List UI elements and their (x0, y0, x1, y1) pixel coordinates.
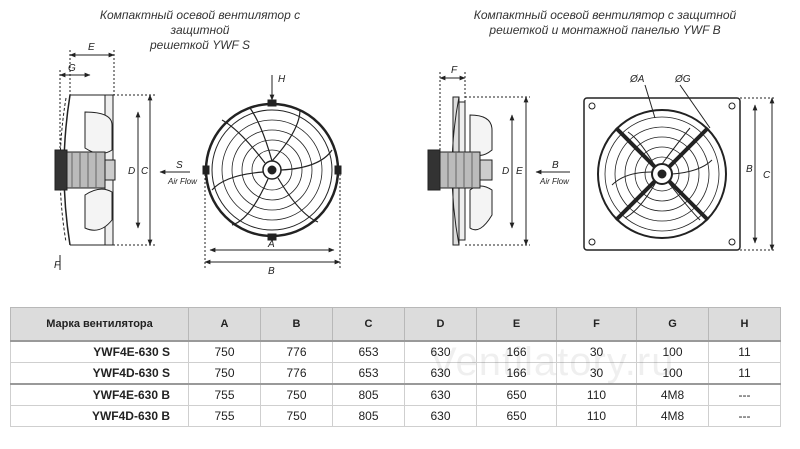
cell-d: 630 (404, 362, 477, 385)
cell-c: 805 (332, 405, 405, 427)
dim-label-b-right: B (746, 164, 753, 175)
technical-drawings: E G D C S Air Flow F H A B (54, 42, 776, 277)
dim-label-f-right: F (451, 65, 458, 76)
cell-g: 100 (636, 340, 709, 363)
cell-model: YWF4E-630 B (10, 383, 189, 406)
cell-h: --- (708, 405, 781, 427)
cell-c: 653 (332, 362, 405, 385)
caption-ywf-s-line2: решеткой YWF S (150, 38, 250, 52)
watermark: Ventilatory.ru (430, 340, 675, 384)
col-header-model: Марка вентилятора (10, 307, 189, 342)
caption-ywf-s-line1: Компактный осевой вентилятор с защитной (99, 8, 301, 37)
dim-label-f-left: F (54, 260, 61, 271)
cell-d: 630 (404, 340, 477, 363)
cell-f: 30 (556, 340, 637, 363)
specs-table: Марка вентилятора A B C D E F G H YWF4E-… (10, 307, 781, 427)
cell-d: 630 (404, 383, 477, 406)
dim-label-dia-a: ØA (629, 74, 645, 85)
cell-g: 4M8 (636, 383, 709, 406)
cell-model: YWF4E-630 S (10, 340, 189, 363)
cell-a: 750 (188, 362, 261, 385)
cell-h: 11 (708, 340, 781, 363)
dim-label-a-left: A (267, 239, 275, 250)
cell-f: 110 (556, 405, 637, 427)
ywf-s-side-view (54, 50, 190, 270)
cell-model: YWF4D-630 S (10, 362, 189, 385)
dim-label-c: C (141, 166, 149, 177)
cell-b: 776 (260, 340, 333, 363)
cell-d: 630 (404, 405, 477, 427)
caption-ywf-b: Компактный осевой вентилятор с защитной … (470, 8, 740, 38)
cell-model: YWF4D-630 B (10, 405, 189, 427)
cell-g: 4M8 (636, 405, 709, 427)
dim-label-h: H (278, 74, 286, 85)
ywf-b-front-view (583, 84, 776, 251)
col-header-e: E (476, 307, 557, 342)
cell-e: 650 (476, 383, 557, 406)
cell-f: 110 (556, 383, 637, 406)
cell-a: 755 (188, 405, 261, 427)
cell-c: 653 (332, 340, 405, 363)
dim-label-b-side: B (552, 160, 559, 171)
dim-label-d-right: D (502, 166, 509, 177)
cell-b: 776 (260, 362, 333, 385)
table-row: YWF4E-630 S 750 776 653 630 166 30 100 1… (10, 340, 781, 363)
cell-e: 166 (476, 340, 557, 363)
dim-label-dia-g: ØG (674, 74, 691, 85)
col-header-d: D (404, 307, 477, 342)
ywf-s-front-view (202, 75, 342, 268)
table-row: YWF4E-630 B 755 750 805 630 650 110 4M8 … (10, 383, 781, 406)
dim-label-g: G (68, 63, 76, 74)
cell-h: --- (708, 383, 781, 406)
cell-a: 750 (188, 340, 261, 363)
col-header-h: H (708, 307, 781, 342)
col-header-a: A (188, 307, 261, 342)
dim-label-e-right: E (516, 166, 523, 177)
dim-label-d: D (128, 166, 135, 177)
dim-label-e: E (88, 42, 95, 53)
airflow-label-left: Air Flow (167, 177, 198, 186)
caption-ywf-s: Компактный осевой вентилятор с защитной … (80, 8, 320, 53)
dim-label-c-right: C (763, 170, 771, 181)
caption-ywf-b-line1: Компактный осевой вентилятор с защитной (473, 8, 737, 22)
dim-label-s: S (176, 160, 183, 171)
cell-a: 755 (188, 383, 261, 406)
ywf-b-side-view (427, 72, 570, 246)
dim-label-b-left: B (268, 266, 275, 277)
cell-h: 11 (708, 362, 781, 385)
cell-e: 650 (476, 405, 557, 427)
airflow-label-right: Air Flow (539, 177, 570, 186)
table-header-row: Марка вентилятора A B C D E F G H (10, 307, 781, 342)
col-header-f: F (556, 307, 637, 342)
col-header-c: C (332, 307, 405, 342)
col-header-b: B (260, 307, 333, 342)
cell-b: 750 (260, 405, 333, 427)
col-header-g: G (636, 307, 709, 342)
cell-c: 805 (332, 383, 405, 406)
caption-ywf-b-line2: решеткой и монтажной панелью YWF B (489, 23, 721, 37)
table-row: YWF4D-630 B 755 750 805 630 650 110 4M8 … (10, 405, 781, 427)
cell-b: 750 (260, 383, 333, 406)
